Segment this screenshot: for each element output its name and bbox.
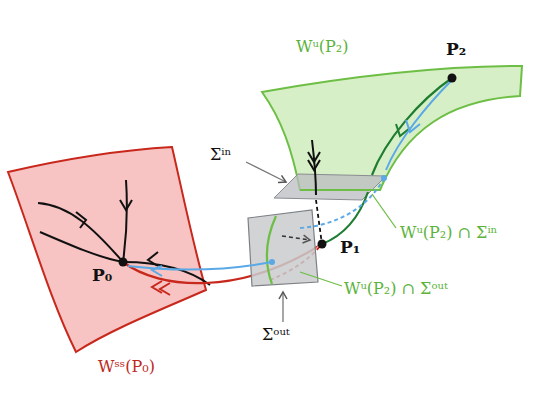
section-in (274, 174, 386, 200)
equilibrium-point (318, 240, 327, 249)
manifold-label: Σᵒᵘᵗ (262, 326, 290, 344)
trajectory (38, 203, 123, 262)
orbit (386, 80, 452, 170)
manifold-label: Wᵘ(P₂) ∩ Σᵒᵘᵗ (344, 280, 448, 298)
manifold-label: Wˢˢ(P₀) (98, 358, 155, 376)
connecting-orbit (372, 78, 452, 175)
point-label: P₀ (92, 266, 112, 285)
equilibrium-point (119, 258, 128, 267)
stable-manifold-surface (8, 147, 206, 352)
point-label: P₂ (446, 40, 466, 59)
manifold-label: Wᵘ(P₂) (296, 38, 349, 56)
equilibrium-point (448, 74, 457, 83)
trajectory (123, 180, 127, 262)
manifold-label: Wᵘ(P₂) ∩ Σⁱⁿ (400, 224, 498, 242)
trajectory (40, 232, 123, 262)
unstable-manifold-surface (262, 66, 522, 190)
manifold-label: Σⁱⁿ (210, 146, 231, 164)
intersection-curve (267, 216, 276, 284)
point-label: P₁ (340, 238, 360, 257)
trajectory (123, 262, 210, 285)
